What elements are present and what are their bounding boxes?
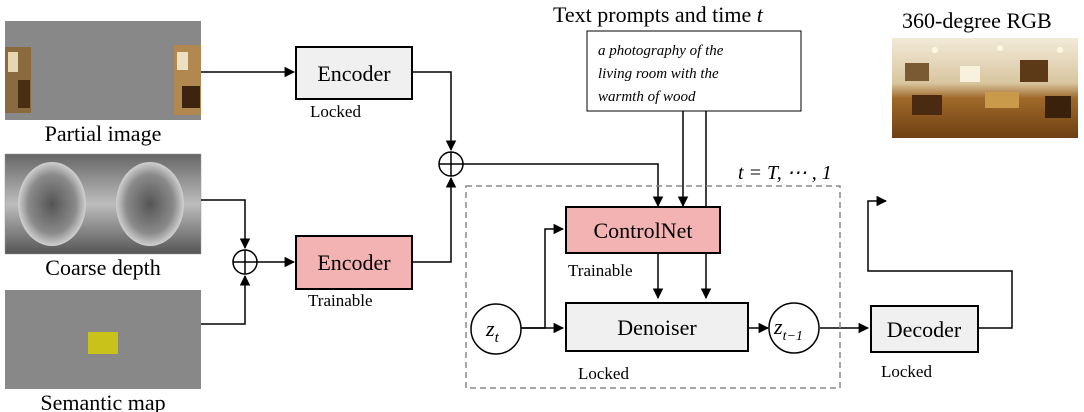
coarse-depth-map: [4, 153, 202, 255]
output-label: 360-degree RGB: [902, 8, 1052, 33]
latent-zt-var: z: [485, 316, 495, 341]
latent-zt-sub: t: [495, 330, 500, 346]
decoder-label: Decoder: [887, 317, 962, 342]
encoder-locked-label: Encoder: [317, 61, 391, 86]
decoder-status: Locked: [881, 362, 932, 381]
latent-zt1-sub: t−1: [783, 329, 803, 344]
denoiser-status: Locked: [578, 364, 629, 383]
prompt-heading: Text prompts and time t: [553, 2, 764, 27]
latent-zt-node: [470, 303, 522, 355]
encoder-locked-status: Locked: [310, 102, 361, 121]
prompt-heading-var: t: [757, 2, 764, 27]
latent-zt1-label: zt−1: [773, 314, 803, 344]
controlnet-status: Trainable: [568, 261, 633, 280]
encoder-trainable-label: Encoder: [317, 250, 391, 275]
panorama-output-image: [892, 38, 1078, 138]
latent-zt-label: zt: [485, 316, 500, 346]
latent-zt1-node: [768, 302, 820, 354]
prompt-line-2: living room with the: [598, 66, 719, 82]
controlnet-box: [565, 206, 721, 254]
encoder-trainable-box: [295, 235, 413, 290]
sum-node-encoders: [438, 151, 464, 177]
denoiser-box: [565, 302, 749, 352]
partial-image: [5, 21, 201, 120]
latent-zt1-var: z: [773, 314, 783, 339]
controlnet-label: ControlNet: [594, 218, 693, 243]
prompt-heading-text: Text prompts and time: [553, 2, 757, 27]
diffusion-loop-frame: [465, 185, 841, 389]
semantic-map: [5, 290, 201, 389]
semantic-map-label: Semantic map: [40, 390, 165, 412]
encoder-locked-box: [295, 46, 413, 100]
encoder-trainable-status: Trainable: [308, 291, 373, 310]
denoiser-label: Denoiser: [617, 315, 697, 340]
loop-label: t = T, ⋯ , 1: [738, 162, 832, 184]
decoder-box: [870, 305, 979, 353]
partial-image-label: Partial image: [45, 121, 162, 146]
coarse-depth-label: Coarse depth: [45, 255, 160, 280]
prompt-line-3: warmth of wood: [598, 89, 696, 105]
prompt-line-1: a photography of the: [598, 43, 724, 59]
sum-node-depth-semantic: [232, 249, 258, 275]
prompt-box: [586, 30, 802, 112]
connectors: [201, 66, 1013, 334]
